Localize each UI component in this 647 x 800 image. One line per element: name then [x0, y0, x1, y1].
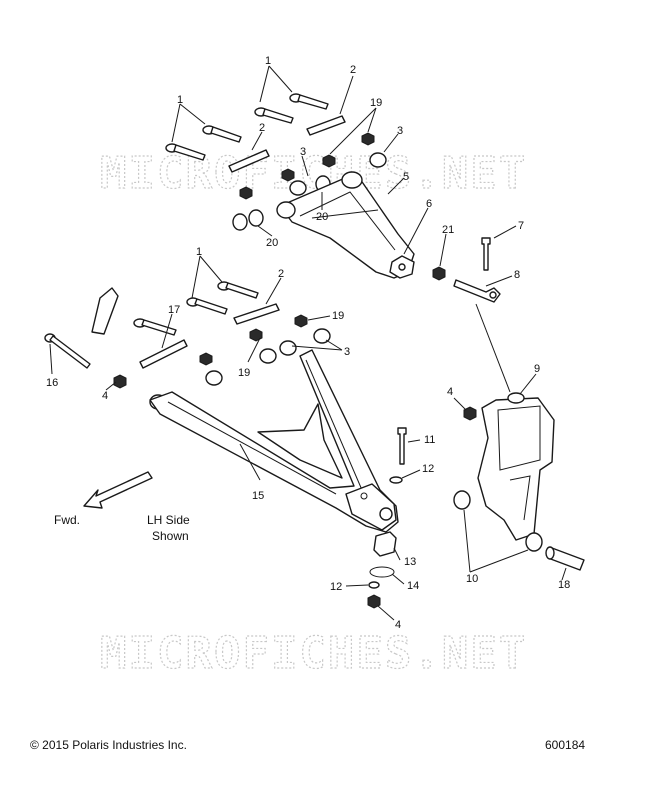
- callout-3a: 3: [397, 125, 403, 137]
- upper-nut-3: [281, 168, 295, 182]
- callout-19b: 19: [332, 310, 344, 322]
- washer-lower-12: [368, 581, 380, 589]
- lower-a-arm-gusset: [257, 403, 343, 479]
- lower-bushing-4: [205, 370, 223, 386]
- tie-rod-end: [453, 279, 501, 303]
- side-label-line2: Shown: [152, 529, 189, 543]
- lower-bolt-1: [217, 281, 259, 299]
- callout-4c: 4: [395, 619, 401, 631]
- callout-9: 9: [534, 363, 540, 375]
- upper-bolt-1: [289, 93, 329, 110]
- copyright-text: © 2015 Polaris Industries Inc.: [30, 738, 187, 752]
- callout-1b: 1: [177, 94, 183, 106]
- lower-nut-19b: [249, 328, 263, 342]
- callout-18: 18: [558, 579, 570, 591]
- lower-nut-4: [113, 374, 127, 389]
- upper-bolt-3: [202, 125, 242, 143]
- side-label-line1: LH Side: [147, 513, 190, 527]
- snap-ring: [369, 566, 395, 578]
- knuckle-bushing-2: [525, 532, 543, 552]
- upper-bushing-2: [289, 180, 307, 196]
- lower-ball-joint-housing: [345, 483, 397, 531]
- forward-arrow: [83, 471, 153, 509]
- steering-knuckle: [477, 397, 555, 541]
- lower-plate-1: [233, 303, 280, 325]
- callout-17: 17: [168, 304, 180, 316]
- callout-20b: 20: [266, 237, 278, 249]
- lower-castle-nut: [367, 594, 381, 609]
- upper-washer-2: [248, 209, 264, 227]
- callout-13: 13: [404, 556, 416, 568]
- upper-bushing-1: [369, 152, 387, 168]
- lower-plate-2: [139, 339, 188, 369]
- upper-nut-1: [361, 132, 375, 146]
- callout-4a: 4: [102, 390, 108, 402]
- upper-bushing-3: [232, 213, 248, 231]
- callout-15: 15: [252, 490, 264, 502]
- callout-19c: 19: [238, 367, 250, 379]
- callout-21: 21: [442, 224, 454, 236]
- lower-bushing-2: [279, 340, 297, 356]
- tie-rod-bolt: [481, 237, 491, 271]
- lower-bushing-1: [313, 328, 331, 344]
- callout-6: 6: [426, 198, 432, 210]
- upper-nut-4: [239, 186, 253, 200]
- knuckle-group: [367, 392, 585, 609]
- forward-label: Fwd.: [54, 513, 80, 527]
- long-bolt: [44, 333, 91, 369]
- upper-a-arm-group: [165, 93, 501, 303]
- callout-3c: 3: [344, 346, 350, 358]
- upper-bolt-2: [254, 107, 294, 124]
- upper-plate-2: [228, 149, 270, 173]
- callout-3b: 3: [300, 146, 306, 158]
- callout-4b: 4: [447, 386, 453, 398]
- callout-12a: 12: [422, 463, 434, 475]
- knuckle-nut-4: [463, 406, 477, 421]
- callout-14: 14: [407, 580, 419, 592]
- callout-16: 16: [46, 377, 58, 389]
- upper-bolt-4: [165, 143, 206, 161]
- washer-upper-12: [389, 476, 403, 484]
- lower-ball-joint: [373, 531, 397, 557]
- upper-nut-21: [432, 266, 446, 281]
- callout-7: 7: [518, 220, 524, 232]
- callout-numbers: 1 1 2 2 19 3 3 20 5 20 6 21 7 8 1 2 17 1…: [46, 55, 570, 631]
- callout-8: 8: [514, 269, 520, 281]
- lower-a-arm-group: [44, 281, 399, 533]
- callout-12b: 12: [330, 581, 342, 593]
- leader-lines: [49, 65, 567, 621]
- knuckle-bushing-1: [453, 490, 471, 510]
- callout-20a: 20: [316, 211, 328, 223]
- callout-2b: 2: [259, 122, 265, 134]
- lower-nut-19a: [294, 314, 308, 328]
- lower-bolt-2: [186, 297, 228, 315]
- lower-bushing-3: [259, 348, 277, 364]
- detached-bracket: [91, 287, 119, 335]
- callout-1c: 1: [196, 246, 202, 258]
- watermark-bottom: MICROFICHES.NET: [100, 628, 527, 679]
- callout-2a: 2: [350, 64, 356, 76]
- upper-plate-1: [306, 115, 346, 136]
- lower-bolt-3: [133, 318, 177, 336]
- ball-joint-bolt: [397, 427, 407, 465]
- callout-11: 11: [424, 434, 435, 446]
- callout-2c: 2: [278, 268, 284, 280]
- callout-5: 5: [403, 171, 409, 183]
- watermark-top: MICROFICHES.NET: [100, 148, 527, 199]
- lower-nut-19c: [199, 352, 213, 366]
- callout-1a: 1: [265, 55, 271, 67]
- figure-number: 600184: [545, 738, 586, 752]
- callout-10: 10: [466, 573, 478, 585]
- callout-19a: 19: [370, 97, 382, 109]
- upper-nut-2: [322, 154, 336, 168]
